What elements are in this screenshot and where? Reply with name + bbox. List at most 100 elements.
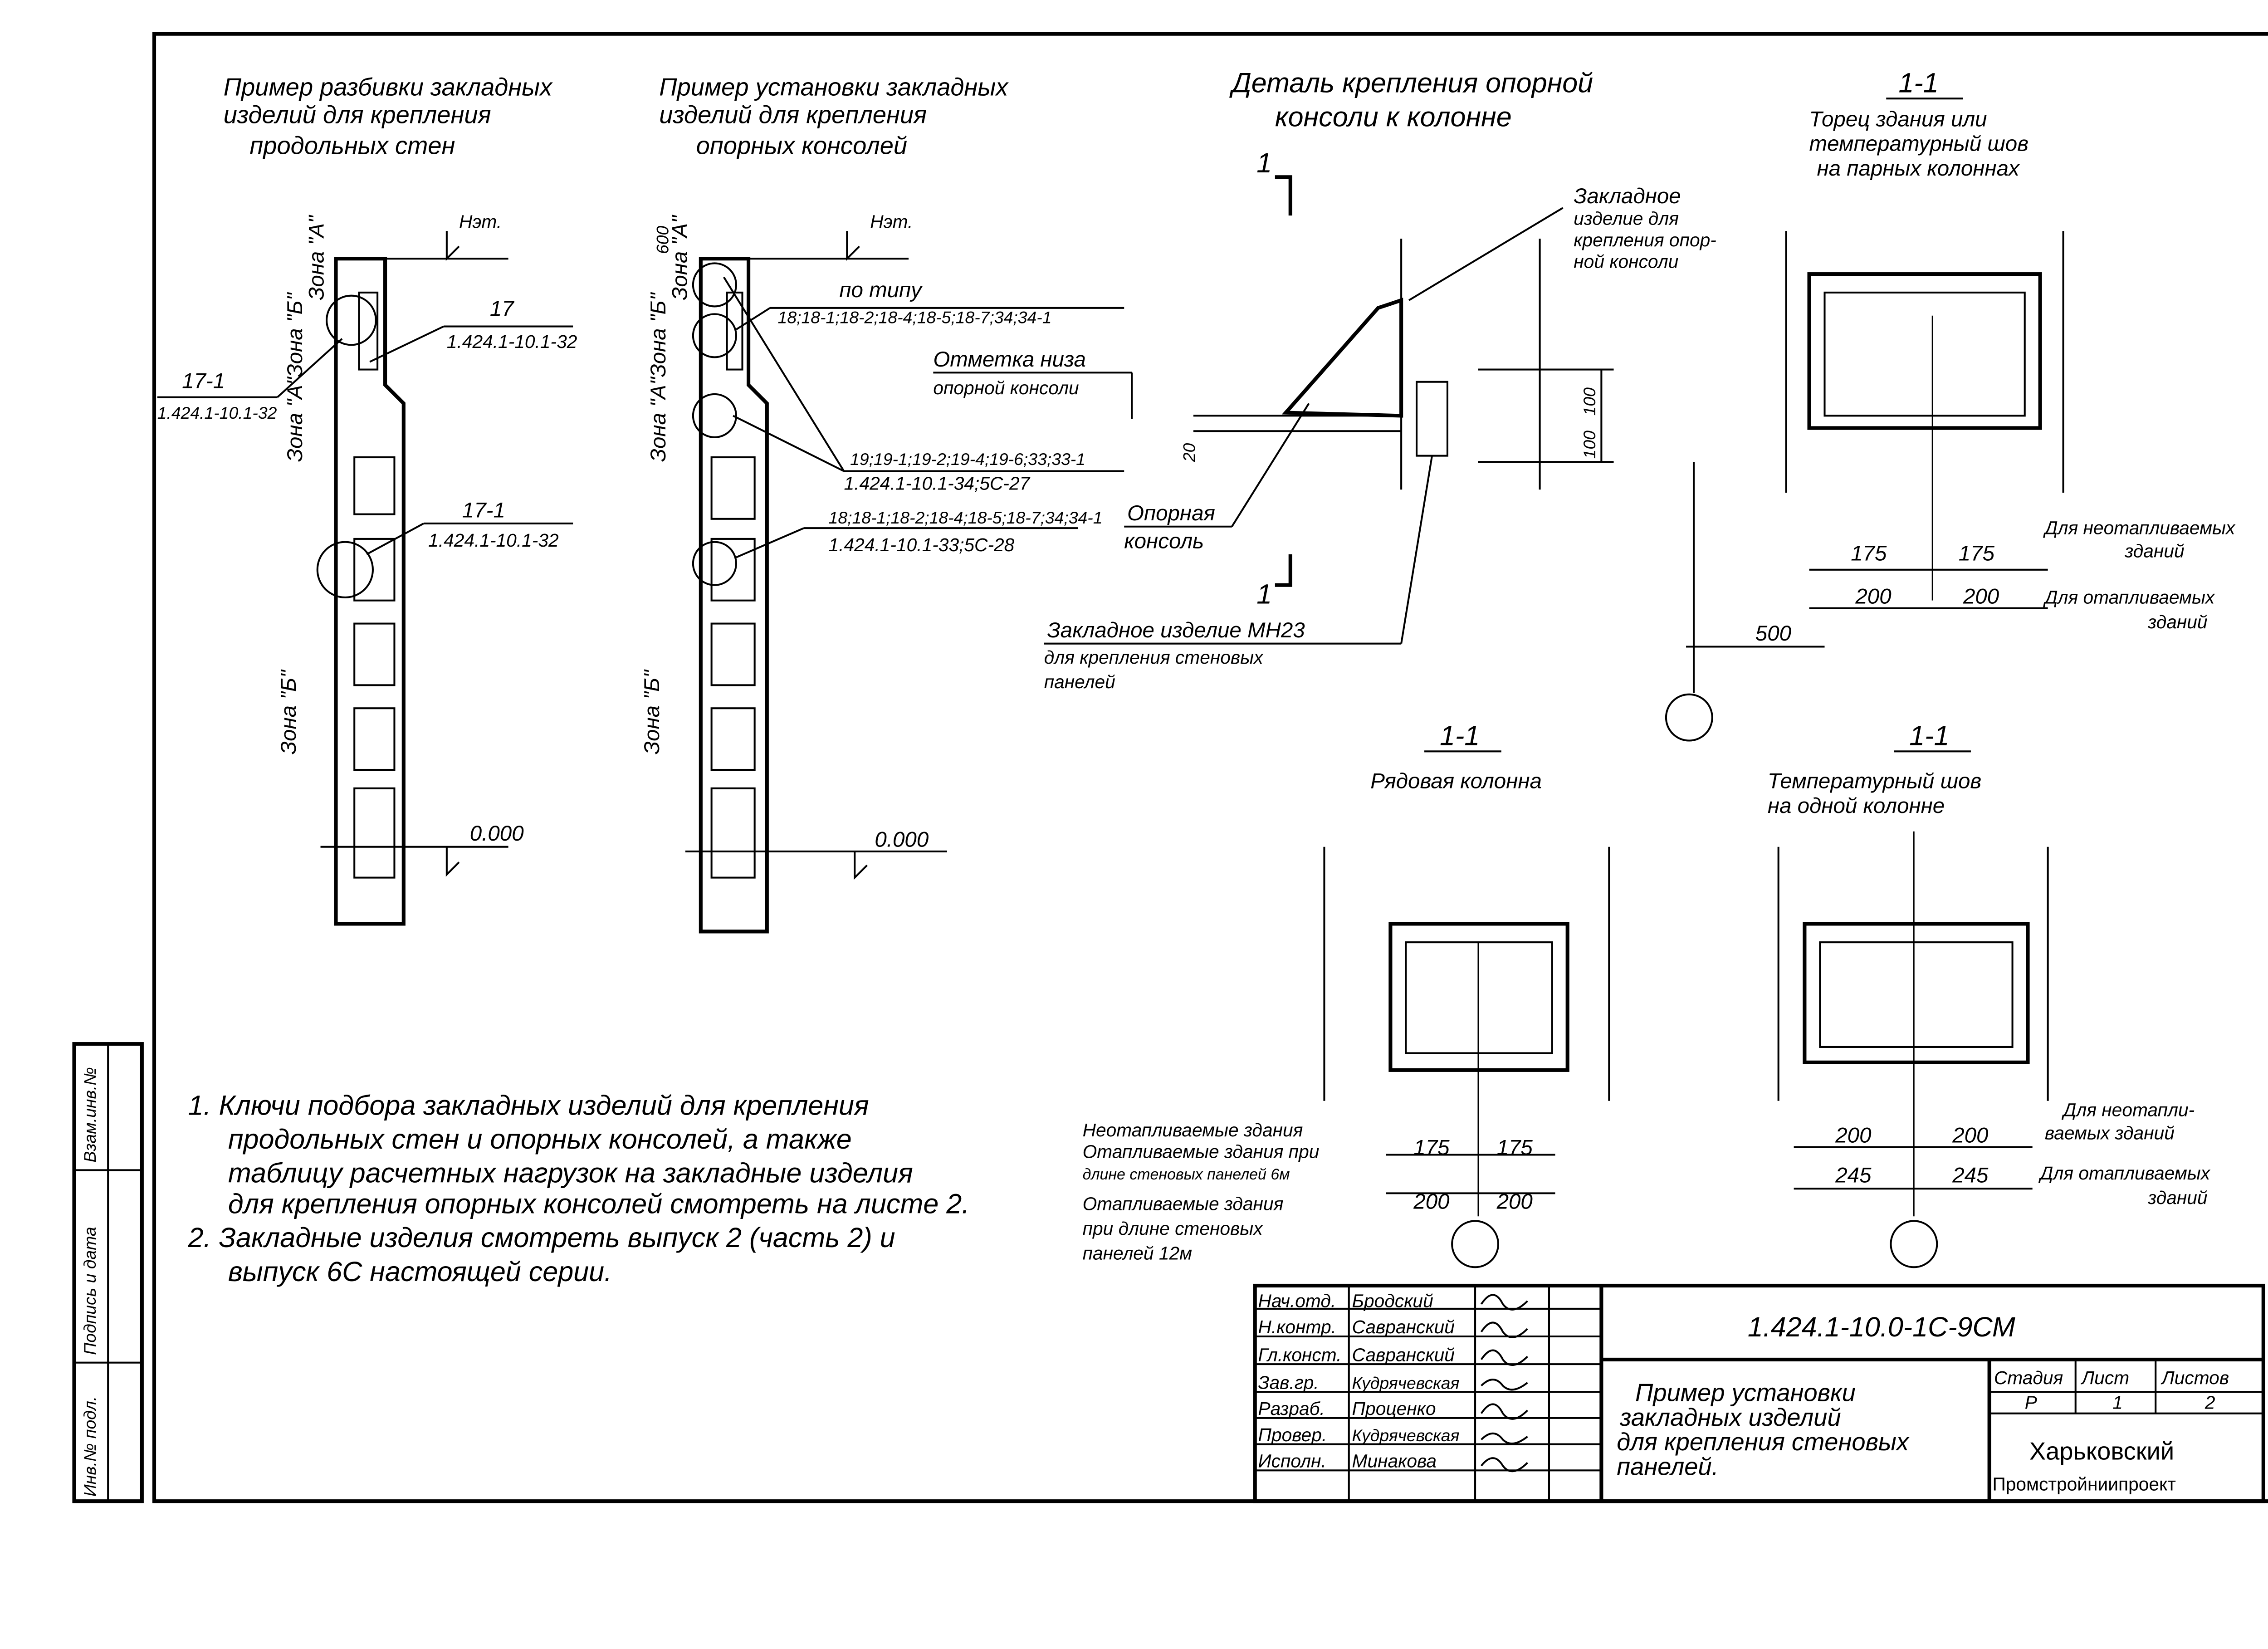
label-text: 175: [1497, 1136, 1533, 1160]
label-text: выпуск 6С настоящей серии.: [228, 1256, 612, 1287]
label-text: Зона "А": [304, 215, 328, 300]
label-text: Стадия: [1994, 1367, 2063, 1388]
label-text: Исполн.: [1258, 1451, 1326, 1472]
label-text: 17-1: [462, 498, 505, 522]
label-text: 17-1: [182, 369, 225, 393]
label-text: 1: [1256, 147, 1272, 178]
label-text: Зона "Б": [640, 669, 664, 754]
label-text: крепления опор-: [1574, 230, 1716, 250]
label-text: 18;18-1;18-2;18-4;18-5;18-7;34;34-1: [778, 308, 1052, 327]
label-text: панелей: [1044, 671, 1115, 692]
label-text: Кудрячевская: [1352, 1373, 1460, 1392]
label-text: консоль: [1124, 529, 1204, 553]
label-text: опорных консолей: [696, 132, 907, 159]
label-text: 20: [1179, 443, 1198, 462]
detail-console: 1 1 20 100 100 Закладное изделие для кре…: [933, 147, 1716, 692]
drawing-name: Пример установки закладных изделий для к…: [1617, 1379, 1910, 1481]
stamp-sign-label: Подпись и дата: [80, 1227, 99, 1355]
label-text: для крепления опорных консолей смотреть …: [228, 1188, 969, 1219]
label-text: 1.424.1-10.1-34;5С-27: [844, 473, 1031, 494]
label-text: для крепления стеновых: [1617, 1428, 1910, 1456]
label-text: Нач.отд.: [1258, 1291, 1336, 1311]
label-text: Проценко: [1352, 1398, 1436, 1419]
label-text: на одной колонне: [1768, 794, 1945, 818]
label-text: 100: [1580, 387, 1599, 416]
label-text: 200: [1413, 1189, 1450, 1214]
level-bottom-label: 0.000: [470, 822, 524, 846]
label-text: 175: [1959, 541, 1995, 565]
label-text: Пример установки: [1635, 1379, 1856, 1407]
title-detail: Деталь крепления опорной консоли к колон…: [1229, 68, 1593, 132]
label-text: Н.контр.: [1258, 1316, 1336, 1337]
label-text: Рядовая колонна: [1370, 769, 1542, 793]
label-text: 500: [1755, 621, 1792, 646]
label-text: Разраб.: [1258, 1398, 1325, 1419]
label-text: Закладное изделие МН23: [1047, 618, 1305, 642]
label-text: Отапливаемые здания: [1083, 1194, 1284, 1214]
label-opornaya: Опорная консоль: [1124, 403, 1310, 553]
level-top-label: Нэт.: [459, 211, 502, 232]
label-text: Закладное: [1574, 184, 1681, 208]
label-text: таблицу расчетных нагрузок на закладные …: [228, 1158, 913, 1189]
label-text: по типу: [839, 278, 923, 302]
label-text: 175: [1851, 541, 1887, 565]
label-text: 600: [653, 225, 672, 254]
sheet-frame: [152, 32, 2268, 1503]
label-text: Провер.: [1258, 1424, 1327, 1445]
label-text: Зона "А": [668, 215, 692, 300]
label-text: Температурный шов: [1768, 769, 1981, 793]
label-text: температурный шов: [1809, 132, 2028, 156]
label-text: Зав.гр.: [1258, 1372, 1319, 1393]
label-text: 0.000: [875, 828, 929, 852]
label-text: ваемых зданий: [2045, 1123, 2175, 1144]
label-text: продольных стен: [249, 132, 455, 159]
label-text: Зона "А": [283, 376, 307, 462]
label-text: 245: [1952, 1164, 1989, 1188]
title-razbivka: Пример разбивки закладных изделий для кр…: [224, 73, 553, 159]
label-text: Для неотапливаемых: [2043, 518, 2236, 538]
signatures: [1480, 1294, 1528, 1473]
label-text: 1.424.1-10.1-32: [157, 403, 277, 422]
label-text: 200: [1835, 1123, 1872, 1147]
label-text: Зона "Б": [277, 669, 301, 754]
label-text: 1-1: [1440, 720, 1480, 751]
label-text: Зона "Б": [646, 292, 670, 377]
label-text: 1.424.1-10.1-32: [447, 331, 577, 352]
label-zakladnoe: Закладное изделие для крепления опор- но…: [1408, 184, 1716, 301]
label-text: зданий: [2124, 541, 2184, 562]
label-text: Отметка низа: [933, 347, 1086, 372]
stamp-strip: Инв.№ подл. Подпись и дата Взам.инв.№: [72, 1042, 144, 1503]
label-text: ной консоли: [1574, 251, 1678, 272]
label-text: для крепления стеновых: [1044, 647, 1264, 668]
label-text: изделий для крепления: [659, 101, 927, 129]
label-text: 200: [1963, 584, 1999, 608]
label-text: Зона "А": [646, 376, 670, 462]
label-text: 2. Закладные изделия смотреть выпуск 2 (…: [188, 1222, 895, 1253]
label-text: 18;18-1;18-2;18-4;18-5;18-7;34;34-1: [829, 508, 1103, 527]
label-text: Неотапливаемые здания: [1083, 1120, 1303, 1140]
label-text: изделий для крепления: [224, 101, 491, 129]
label-text: Торец здания или: [1809, 107, 1987, 131]
label-text: длине стеновых панелей 6м: [1083, 1166, 1290, 1183]
label-text: панелей.: [1617, 1453, 1718, 1480]
drawing-code: 1.424.1-10.0-1С-9СМ: [1748, 1311, 2015, 1342]
label-text: изделие для: [1574, 208, 1679, 229]
label-text: закладных изделий: [1619, 1404, 1841, 1431]
label-mn23: Закладное изделие МН23 для крепления сте…: [1044, 455, 1433, 692]
label-text: Нэт.: [870, 211, 913, 232]
label-text: 175: [1413, 1136, 1450, 1160]
title-ustanovka: Пример установки закладных изделий для к…: [659, 73, 1009, 159]
label-text: консоли к колонне: [1275, 101, 1512, 132]
label-text: Промстройниипроект: [1992, 1473, 2175, 1494]
title-block: Нач.отд.Бродский Н.контр.Савранский Гл.к…: [1253, 1283, 2265, 1503]
label-text: 1.424.1-10.1-33;5С-28: [829, 534, 1015, 555]
label-otmetka: Отметка низа опорной консоли: [933, 347, 1133, 419]
label-text: Пример установки закладных: [659, 73, 1009, 101]
label-text: 245: [1835, 1164, 1872, 1188]
label-text: Листов: [2160, 1367, 2229, 1388]
label-text: продольных стен и опорных консолей, а та…: [228, 1124, 852, 1155]
label-text: Минакова: [1352, 1451, 1437, 1472]
stamp-vzam-label: Взам.инв.№: [80, 1067, 99, 1162]
label-text: Для неотапли-: [2062, 1100, 2195, 1121]
